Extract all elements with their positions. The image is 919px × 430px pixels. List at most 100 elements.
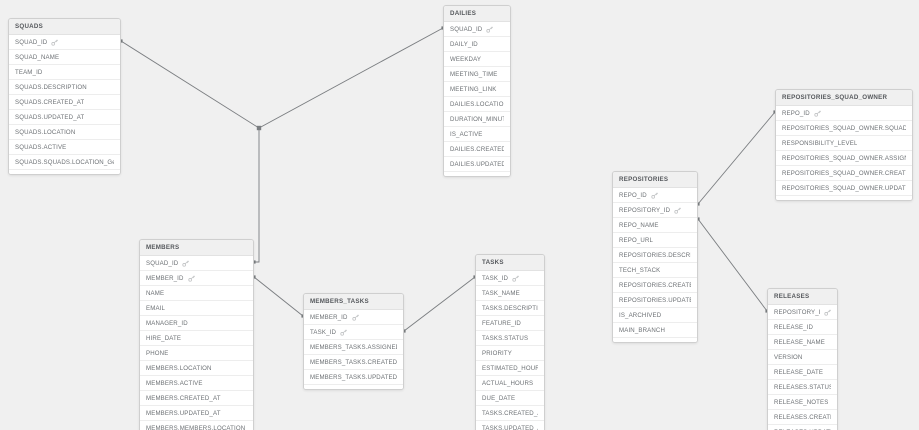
field-row[interactable]: MEMBERS.ACTIVE (140, 376, 253, 391)
field-row[interactable]: RELEASES.STATUS (768, 380, 837, 395)
field-row[interactable]: RELEASE_NOTES (768, 395, 837, 410)
field-row[interactable]: EMAIL (140, 301, 253, 316)
edge-junction-node (256, 125, 262, 131)
edge-junction-1-to-members-SQUAD_ID (254, 128, 260, 263)
key-icon (51, 39, 59, 46)
field-row[interactable]: SQUAD_ID (444, 22, 510, 37)
field-row[interactable]: DAILIES.CREATED_AT (444, 142, 510, 157)
field-row[interactable]: SQUADS.SQUADS.LOCATION_GeoInfo (9, 155, 120, 170)
field-row[interactable]: TASK_NAME (476, 286, 544, 301)
field-row[interactable]: REPOSITORY_ID (613, 203, 697, 218)
field-row[interactable]: VERSION (768, 350, 837, 365)
field-label: REPOSITORIES.UPDATED_AT (619, 296, 691, 304)
field-row[interactable]: MEMBER_ID (304, 310, 403, 325)
field-row[interactable]: RELEASE_DATE (768, 365, 837, 380)
field-row[interactable]: RESPONSIBILITY_LEVEL (776, 136, 912, 151)
field-row[interactable]: RELEASE_NAME (768, 335, 837, 350)
edge-junction-1-to-dailies-SQUAD_ID (258, 27, 444, 129)
field-row[interactable]: TASKS.UPDATED_AT (476, 421, 544, 430)
field-label: MEMBERS.CREATED_AT (146, 394, 221, 402)
field-row[interactable]: SQUADS.ACTIVE (9, 140, 120, 155)
field-row[interactable]: TASKS.STATUS (476, 331, 544, 346)
edge-members_tasks-TASK_ID-to-tasks-TASK_ID (403, 276, 476, 332)
field-row[interactable]: REPOSITORIES_SQUAD_OWNER.ASSIGNED_DATE (776, 151, 912, 166)
field-row[interactable]: MANAGER_ID (140, 316, 253, 331)
field-row[interactable]: MEMBERS_TASKS.CREATED_AT (304, 355, 403, 370)
field-row[interactable]: IS_ARCHIVED (613, 308, 697, 323)
field-label: ESTIMATED_HOURS (482, 364, 538, 372)
field-row[interactable]: REPOSITORIES_SQUAD_OWNER.UPDATED_AT (776, 181, 912, 196)
field-row[interactable]: REPO_ID (613, 188, 697, 203)
entity-releases[interactable]: RELEASESREPOSITORY_IDRELEASE_IDRELEASE_N… (767, 288, 838, 430)
field-row[interactable]: SQUADS.DESCRIPTION (9, 80, 120, 95)
field-label: TECH_STACK (619, 266, 661, 274)
field-row[interactable]: REPO_ID (776, 106, 912, 121)
field-row[interactable]: WEEKDAY (444, 52, 510, 67)
field-label: MEMBERS.UPDATED_AT (146, 409, 221, 417)
field-row[interactable]: HIRE_DATE (140, 331, 253, 346)
field-row[interactable]: IS_ACTIVE (444, 127, 510, 142)
field-row[interactable]: TECH_STACK (613, 263, 697, 278)
field-row[interactable]: MEMBERS_TASKS.ASSIGNED_DATE (304, 340, 403, 355)
field-label: PRIORITY (482, 349, 512, 357)
field-row[interactable]: NAME (140, 286, 253, 301)
field-row[interactable]: MEMBERS.MEMBERS.LOCATION_GeoI... (140, 421, 253, 430)
field-row[interactable]: MAIN_BRANCH (613, 323, 697, 338)
field-row[interactable]: MEMBER_ID (140, 271, 253, 286)
field-row[interactable]: REPOSITORIES.UPDATED_AT (613, 293, 697, 308)
field-row[interactable]: MEETING_TIME (444, 67, 510, 82)
field-row[interactable]: DAILY_ID (444, 37, 510, 52)
field-row[interactable]: TASK_ID (304, 325, 403, 340)
field-row[interactable]: TASK_ID (476, 271, 544, 286)
field-row[interactable]: REPOSITORIES.CREATED_AT (613, 278, 697, 293)
field-row[interactable]: TASKS.DESCRIPTION (476, 301, 544, 316)
entity-tasks[interactable]: TASKSTASK_IDTASK_NAMETASKS.DESCRIPTIONFE… (475, 254, 545, 430)
field-row[interactable]: SQUAD_ID (9, 35, 120, 50)
field-row[interactable]: REPOSITORIES_SQUAD_OWNER.SQUAD_ID (776, 121, 912, 136)
field-row[interactable]: REPO_NAME (613, 218, 697, 233)
field-row[interactable]: REPOSITORY_ID (768, 305, 837, 320)
field-row[interactable]: SQUAD_ID (140, 256, 253, 271)
field-row[interactable]: DAILIES.LOCATION (444, 97, 510, 112)
field-label: IS_ACTIVE (450, 130, 483, 138)
field-label: TASKS.STATUS (482, 334, 529, 342)
field-row[interactable]: REPO_URL (613, 233, 697, 248)
field-label: DAILIES.CREATED_AT (450, 145, 504, 153)
field-row[interactable]: SQUADS.CREATED_AT (9, 95, 120, 110)
field-label: TASK_ID (482, 274, 508, 282)
field-row[interactable]: DAILIES.UPDATED_AT (444, 157, 510, 172)
field-row[interactable]: ACTUAL_HOURS (476, 376, 544, 391)
entity-title: MEMBERS (140, 240, 253, 256)
field-row[interactable]: MEMBERS.CREATED_AT (140, 391, 253, 406)
field-row[interactable]: FEATURE_ID (476, 316, 544, 331)
field-row[interactable]: MEMBERS.LOCATION (140, 361, 253, 376)
field-row[interactable]: SQUADS.LOCATION (9, 125, 120, 140)
field-row[interactable]: PHONE (140, 346, 253, 361)
field-row[interactable]: ESTIMATED_HOURS (476, 361, 544, 376)
field-row[interactable]: MEMBERS.UPDATED_AT (140, 406, 253, 421)
field-row[interactable]: REPOSITORIES.DESCRIPTION (613, 248, 697, 263)
field-row[interactable]: RELEASE_ID (768, 320, 837, 335)
field-row[interactable]: TASKS.CREATED_AT (476, 406, 544, 421)
field-row[interactable]: RELEASES.CREATED_AT (768, 410, 837, 425)
field-row[interactable]: TEAM_ID (9, 65, 120, 80)
field-label: REPOSITORIES_SQUAD_OWNER.CREATED_AT (782, 169, 906, 177)
field-row[interactable]: MEMBERS_TASKS.UPDATED_AT (304, 370, 403, 385)
field-row[interactable]: MEETING_LINK (444, 82, 510, 97)
field-row[interactable]: SQUAD_NAME (9, 50, 120, 65)
field-row[interactable]: RELEASES.UPDATED_AT (768, 425, 837, 430)
field-row[interactable]: SQUADS.UPDATED_AT (9, 110, 120, 125)
field-row[interactable]: DURATION_MINUTES (444, 112, 510, 127)
field-row[interactable]: PRIORITY (476, 346, 544, 361)
field-label: RELEASES.UPDATED_AT (774, 425, 831, 430)
field-row[interactable]: REPOSITORIES_SQUAD_OWNER.CREATED_AT (776, 166, 912, 181)
field-row[interactable]: DUE_DATE (476, 391, 544, 406)
